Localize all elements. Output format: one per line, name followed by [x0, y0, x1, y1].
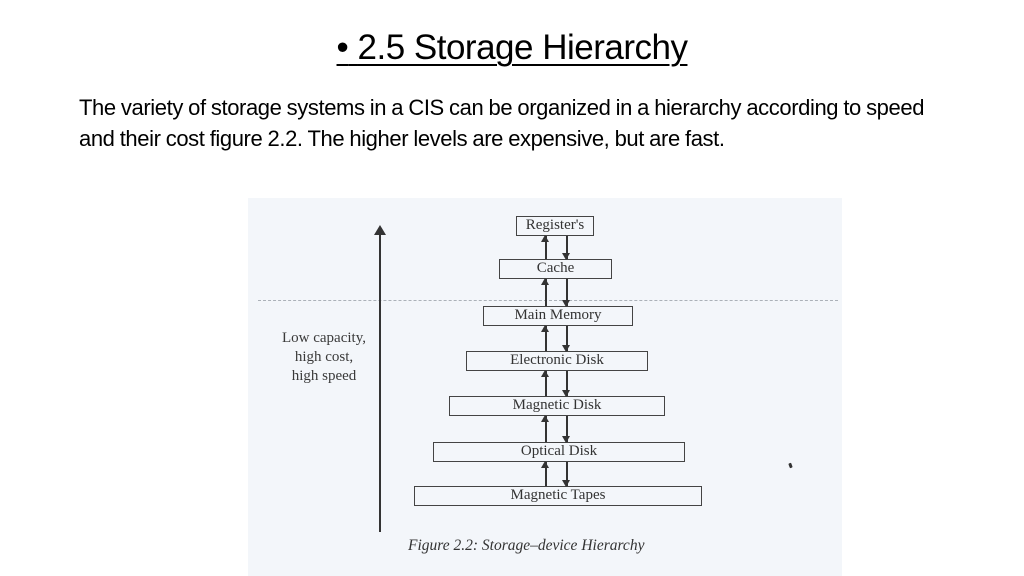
scan-speck	[788, 462, 793, 469]
arrow-up-icon	[542, 325, 548, 351]
arrow-down-icon	[563, 462, 569, 487]
slide-title: • 2.5 Storage Hierarchy	[0, 26, 1024, 70]
side-label-line: Low capacity,	[282, 330, 366, 346]
arrow-up-icon	[542, 370, 548, 396]
side-label-line: high speed	[291, 368, 357, 384]
arrow-up-icon	[542, 415, 548, 442]
level-magnetic-tapes: Magnetic Tapes	[414, 486, 702, 506]
axis-side-label: Low capacity, high cost, high speed	[270, 329, 378, 386]
level-magnetic-disk: Magnetic Disk	[449, 396, 665, 416]
arrow-down-icon	[563, 326, 569, 352]
arrow-up-icon	[542, 235, 548, 259]
arrow-down-icon	[563, 416, 569, 443]
level-cache: Cache	[499, 259, 612, 279]
arrow-down-icon	[563, 279, 569, 307]
arrow-up-icon	[542, 461, 548, 486]
figure-caption: Figure 2.2: Storage–device Hierarchy	[408, 537, 645, 554]
level-optical-disk: Optical Disk	[433, 442, 685, 462]
level-electronic-disk: Electronic Disk	[466, 351, 648, 371]
title-text: 2.5 Storage Hierarchy	[357, 28, 688, 67]
dashed-divider	[258, 300, 838, 301]
arrow-up-icon	[374, 225, 386, 235]
arrow-down-icon	[563, 236, 569, 260]
level-registers: Register's	[516, 216, 594, 236]
storage-hierarchy-figure: Low capacity, high cost, high speed Regi…	[248, 198, 842, 576]
vertical-axis-arrow	[379, 230, 381, 532]
title-bullet: •	[336, 28, 349, 67]
side-label-line: high cost,	[294, 349, 354, 365]
arrow-up-icon	[542, 278, 548, 306]
body-paragraph: The variety of storage systems in a CIS …	[79, 95, 925, 151]
level-main-memory: Main Memory	[483, 306, 633, 326]
arrow-down-icon	[563, 371, 569, 397]
